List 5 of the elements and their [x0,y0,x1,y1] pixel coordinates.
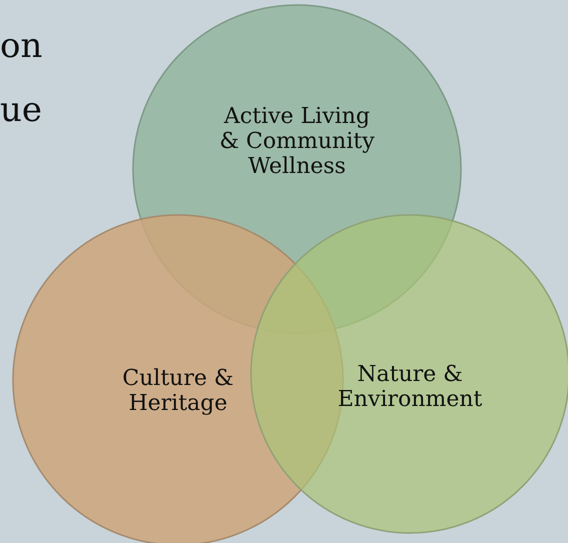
circle-label: Nature & Environment [336,362,484,412]
circle-label: Active Living & Community Wellness [218,104,376,179]
circle-label: Culture & Heritage [121,366,235,416]
cut-off-text: on [0,26,42,66]
cut-off-text: ue [0,90,42,130]
